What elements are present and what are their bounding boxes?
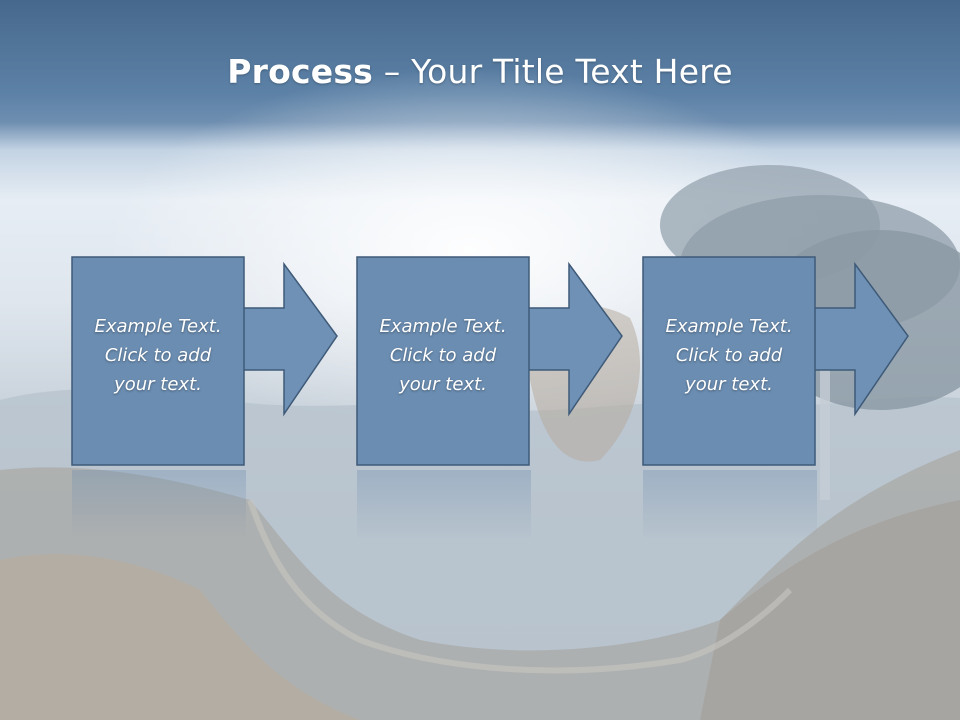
step-shape [71, 256, 338, 466]
step-line-1: Example Text. [665, 316, 793, 337]
step-line-1: Example Text. [94, 316, 222, 337]
arrow-right-icon [527, 261, 623, 417]
step-box [71, 256, 245, 466]
step-label: Example Text. Click to add your text. [642, 312, 816, 399]
arrow-right-icon [242, 261, 338, 417]
step-line-2: Click to add [104, 345, 212, 366]
step-reflection [72, 470, 246, 540]
step-label: Example Text. Click to add your text. [71, 312, 245, 399]
step-line-3: your text. [114, 374, 202, 395]
step-line-3: your text. [685, 374, 773, 395]
step-shape [356, 256, 623, 466]
step-reflection [357, 470, 531, 540]
process-step-1[interactable]: Example Text. Click to add your text. [71, 256, 338, 468]
step-line-3: your text. [399, 374, 487, 395]
step-box [356, 256, 530, 466]
step-box [642, 256, 816, 466]
title-bold: Process [227, 52, 374, 91]
title-rest: – Your Title Text Here [373, 52, 733, 91]
slide-title: Process – Your Title Text Here [0, 52, 960, 91]
step-line-2: Click to add [675, 345, 783, 366]
arrow-right-icon [813, 261, 909, 417]
process-step-3[interactable]: Example Text. Click to add your text. [642, 256, 909, 468]
step-label: Example Text. Click to add your text. [356, 312, 530, 399]
step-shape [642, 256, 909, 466]
step-line-2: Click to add [389, 345, 497, 366]
process-step-2[interactable]: Example Text. Click to add your text. [356, 256, 623, 468]
step-line-1: Example Text. [379, 316, 507, 337]
step-reflection [643, 470, 817, 540]
